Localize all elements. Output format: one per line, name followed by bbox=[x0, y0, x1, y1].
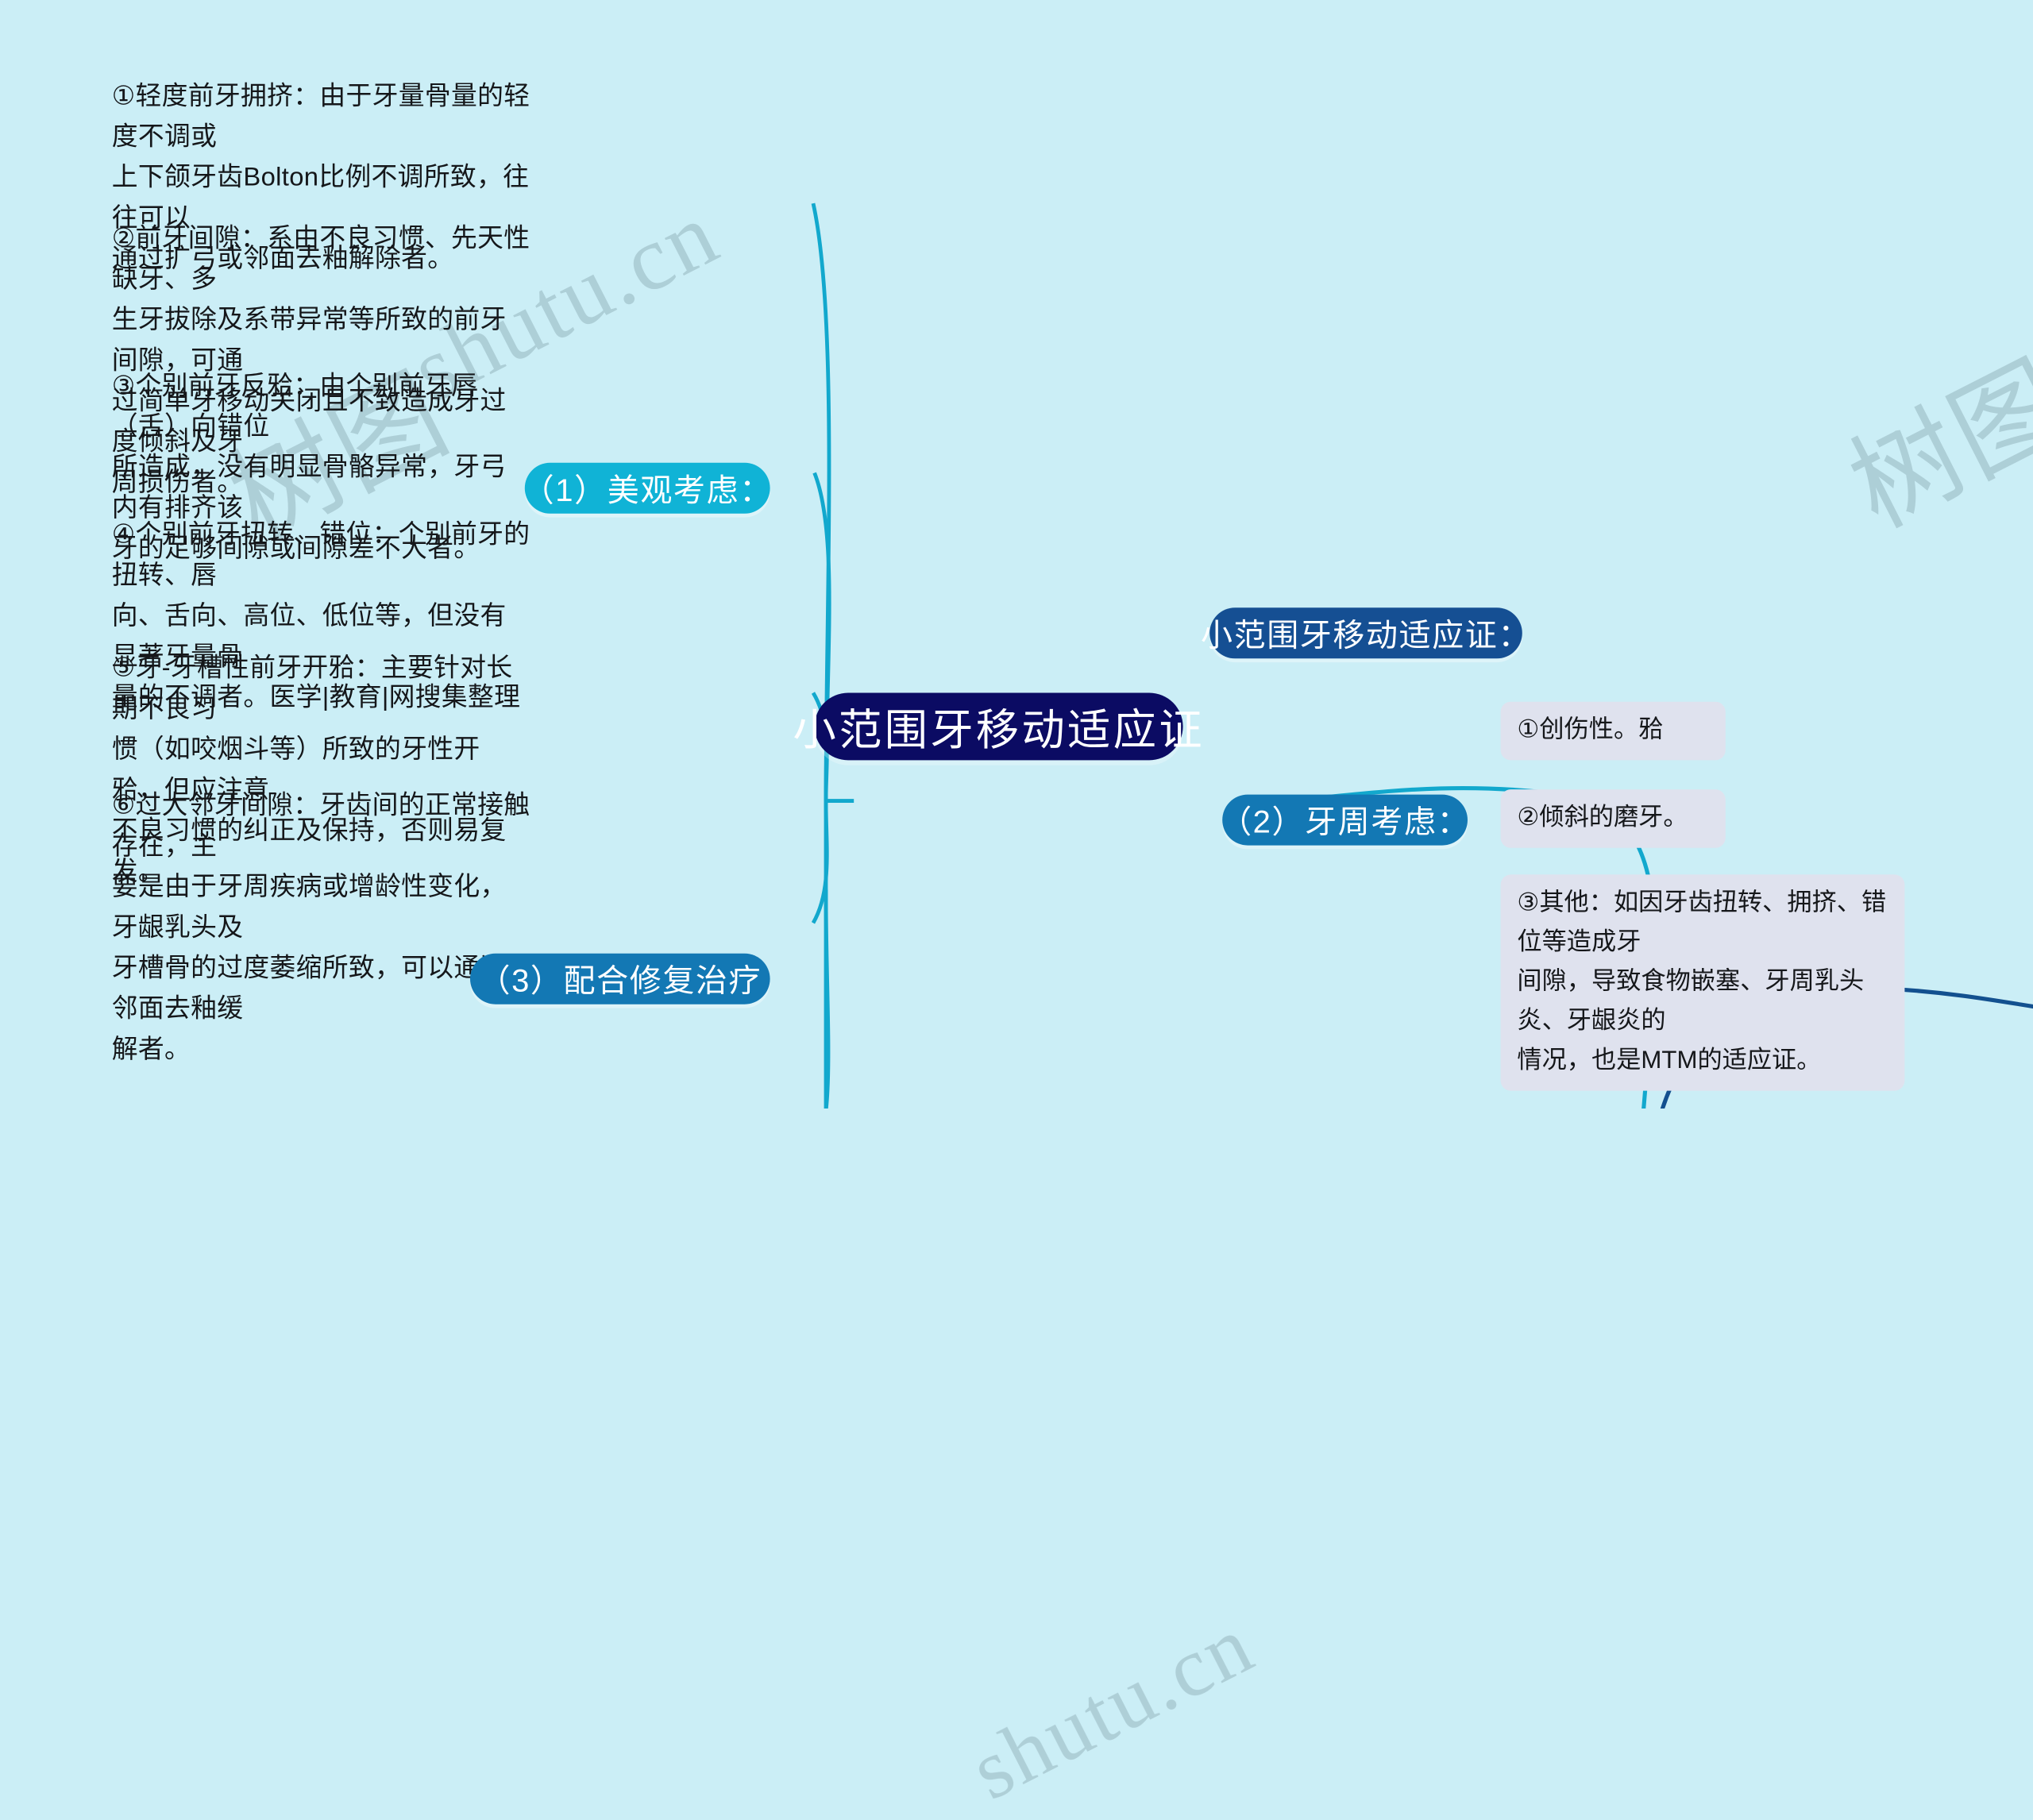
link-aesthetic-leaf-4 bbox=[811, 800, 829, 924]
periodontal-chip-3: ③其他：如因牙齿扭转、拥挤、错位等造成牙 间隙，导致食物嵌塞、牙周乳头炎、牙龈炎… bbox=[1500, 874, 1905, 1091]
branch-indication-label: 小范围牙移动适应证： bbox=[1201, 618, 1532, 654]
leaf-text-5: ⑤牙-牙槽性前牙开𬌗：主要针对长期不良习 惯（如咬烟斗等）所致的牙性开𬌗，但应注… bbox=[111, 653, 513, 886]
leaf-text-2: ②前牙间隙：系由不良习惯、先天性缺牙、多 生牙拔除及系带异常等所致的前牙间隙，可… bbox=[111, 223, 530, 497]
root-node-label: 小范围牙移动适应证 bbox=[793, 707, 1205, 755]
branch-periodontal[interactable]: （2）牙周考虑： bbox=[1220, 794, 1471, 846]
watermark-right-en: shutu.cn bbox=[2022, 173, 2033, 413]
branch-periodontal-label: （2）牙周考虑： bbox=[1220, 804, 1471, 841]
branch-prosthetic[interactable]: （3）配合修复治疗 bbox=[470, 953, 770, 1004]
leaf-text-1: ①轻度前牙拥挤：由于牙量骨量的轻度不调或 上下颌牙齿Bolton比例不调所致，往… bbox=[111, 81, 530, 274]
link-aesthetic-leaf-5 bbox=[824, 889, 831, 1109]
periodontal-chip-1: ①创伤性。𬌗 bbox=[1500, 701, 1726, 761]
root-node[interactable]: 小范围牙移动适应证 bbox=[793, 692, 1202, 761]
branch-indication[interactable]: 小范围牙移动适应证： bbox=[1201, 607, 1530, 659]
watermark-right-cn: 树图 bbox=[1832, 340, 2033, 550]
leaf-text-4: ④个别前牙扭转、错位：个别前牙的扭转、唇 向、舌向、高位、低位等，但没有显著牙量… bbox=[111, 519, 530, 712]
link-aesthetic-spine bbox=[824, 799, 854, 1109]
branch-prosthetic-label: （3）配合修复治疗 bbox=[478, 963, 762, 1000]
branch-aesthetic[interactable]: （1）美观考虑： bbox=[522, 462, 773, 514]
leaf-text-3: ③个别前牙反𬌗：由个别前牙唇（舌）向错位 所造成，没有明显骨骼异常，牙弓内有排齐… bbox=[111, 371, 507, 564]
mindmap-canvas: 树图 shutu.cn 树图 shutu.cn shutu.cn shutu.c… bbox=[111, 81, 2033, 1818]
leaf-text-6: ⑥过大邻牙间隙：牙齿间的正常接触存在，主 要是由于牙周疾病或增龄性变化，牙龈乳头… bbox=[111, 790, 530, 1064]
branch-aesthetic-label: （1）美观考虑： bbox=[522, 472, 773, 509]
watermark-bottomleft-en: shutu.cn bbox=[957, 1598, 1269, 1818]
periodontal-chip-2: ②倾斜的磨牙。 bbox=[1500, 789, 1726, 848]
